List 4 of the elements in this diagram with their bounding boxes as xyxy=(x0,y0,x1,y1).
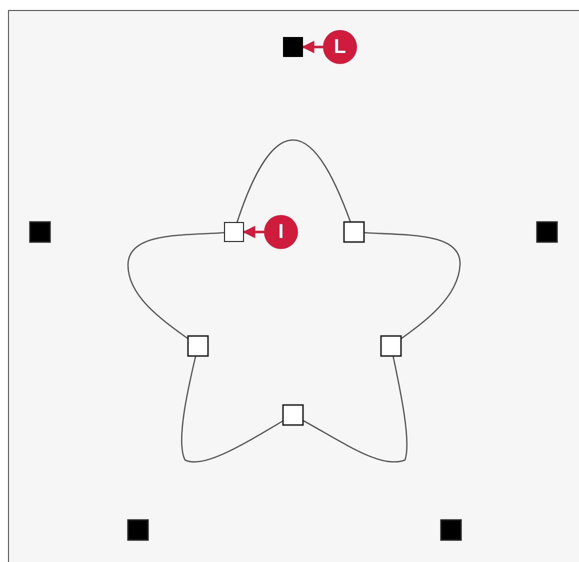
callout-pointer xyxy=(302,40,324,54)
callout-pointer xyxy=(242,226,265,238)
selection-handle xyxy=(283,37,303,57)
anchor-point xyxy=(224,222,244,242)
